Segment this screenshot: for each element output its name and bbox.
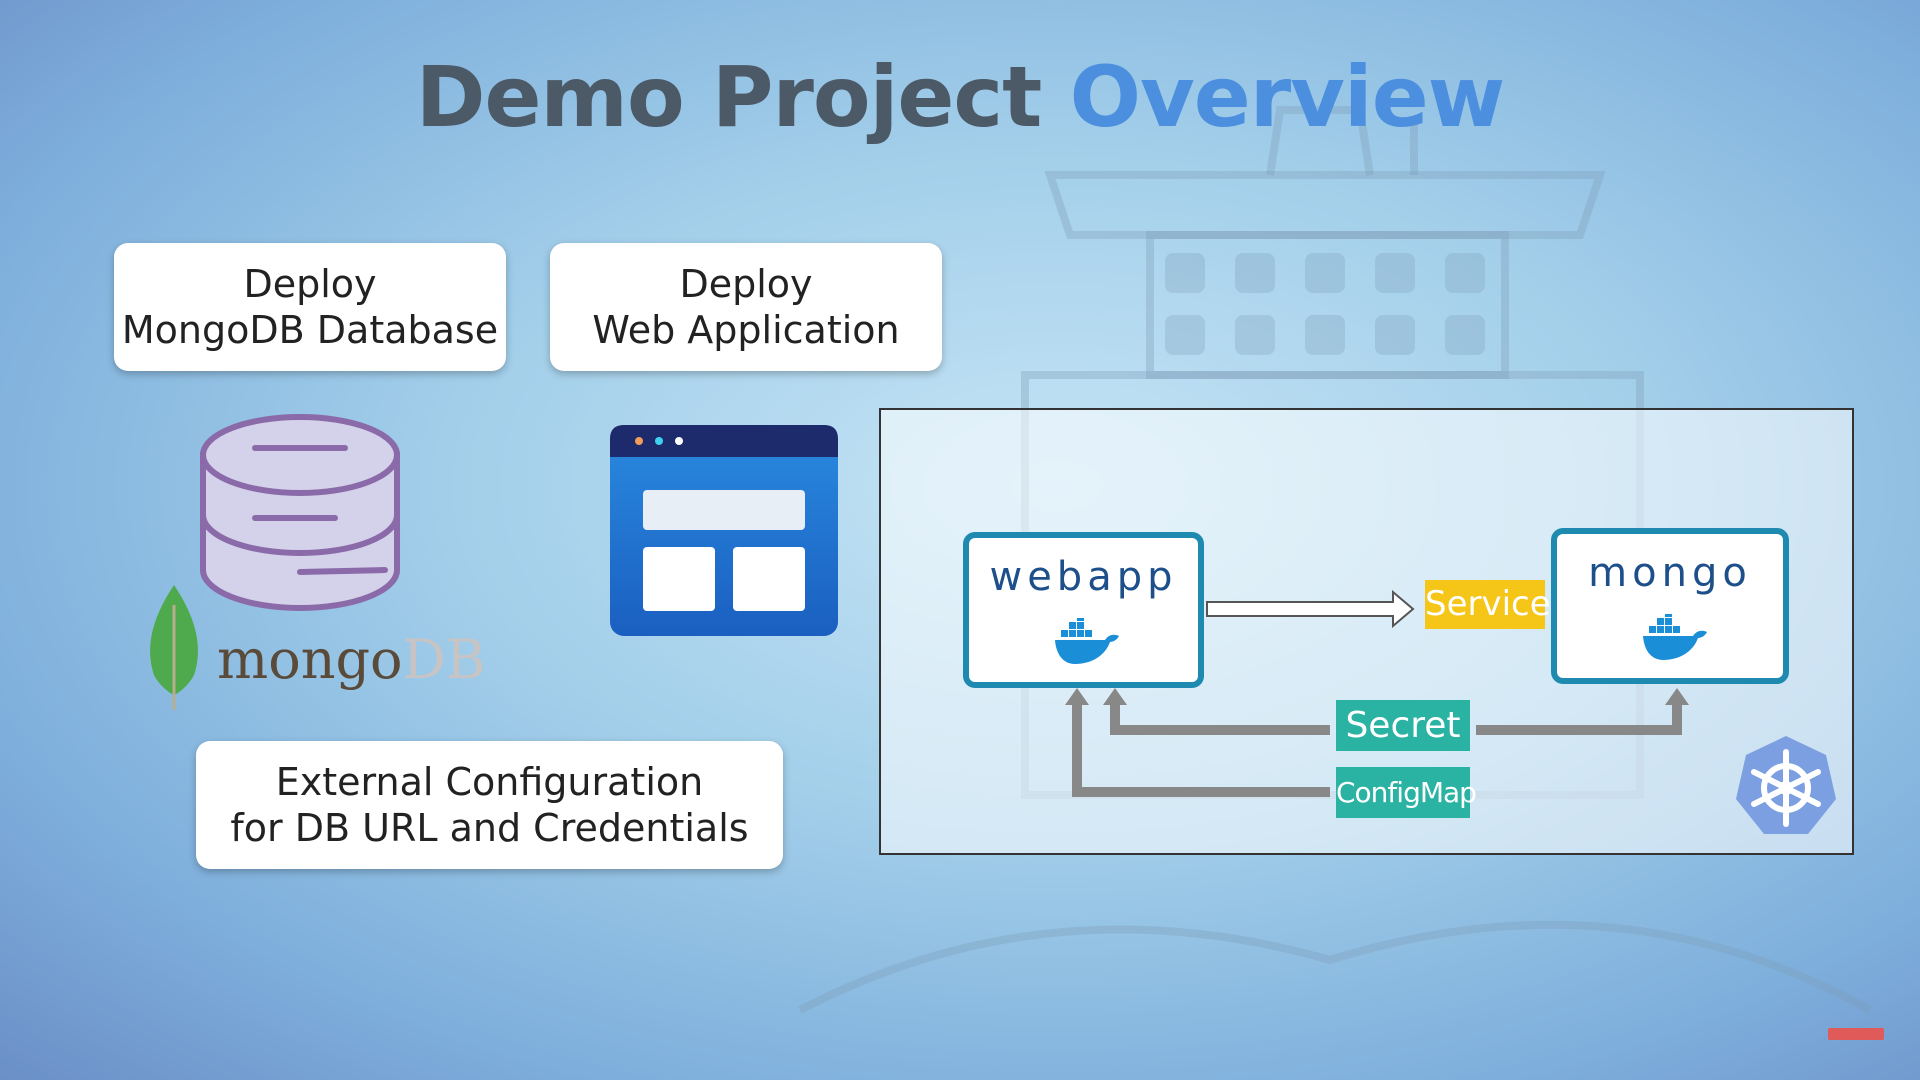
- deploy-mongodb-line-2: MongoDB Database: [121, 308, 499, 352]
- title-part-2: Overview: [1069, 48, 1506, 146]
- deploy-webapp-line-1: Deploy: [679, 262, 813, 306]
- subscribe-badge[interactable]: [1828, 1028, 1884, 1040]
- mongodb-logo-db: DB: [402, 628, 486, 691]
- deploy-webapp-line-2: Web Application: [592, 308, 900, 352]
- mongodb-logo-text: mongoDB: [217, 628, 486, 691]
- webapp-node-label: webapp: [989, 554, 1178, 600]
- database-icon: [200, 414, 400, 611]
- external-config-line-2: for DB URL and Credentials: [230, 806, 749, 850]
- secret-tag: Secret: [1336, 700, 1470, 751]
- external-config-card: External Configuration for DB URL and Cr…: [196, 741, 783, 869]
- title-part-1: Demo Project: [415, 48, 1043, 146]
- deploy-mongodb-line-1: Deploy: [243, 262, 377, 306]
- web-app-window-icon: [610, 425, 838, 636]
- mongodb-logo-mongo: mongo: [217, 628, 403, 691]
- mongodb-leaf-icon: [150, 585, 198, 710]
- secret-arrows: [1110, 700, 1682, 735]
- kubernetes-helm-icon: [1736, 736, 1836, 834]
- mongo-node-label: mongo: [1588, 550, 1752, 596]
- configmap-tag: ConfigMap: [1336, 767, 1477, 818]
- service-tag: Service: [1425, 580, 1551, 629]
- deploy-mongodb-card: Deploy MongoDB Database: [114, 243, 506, 371]
- docker-whale-icon: [1055, 618, 1119, 664]
- webapp-node: webapp: [963, 532, 1204, 688]
- service-arrow: [1206, 589, 1415, 629]
- docker-whale-icon: [1643, 614, 1707, 660]
- deploy-webapp-card: Deploy Web Application: [550, 243, 942, 371]
- page-title: Demo Project Overview: [0, 48, 1920, 146]
- configmap-arrow: [1072, 700, 1330, 797]
- mongo-node: mongo: [1551, 528, 1789, 684]
- external-config-line-1: External Configuration: [275, 760, 704, 804]
